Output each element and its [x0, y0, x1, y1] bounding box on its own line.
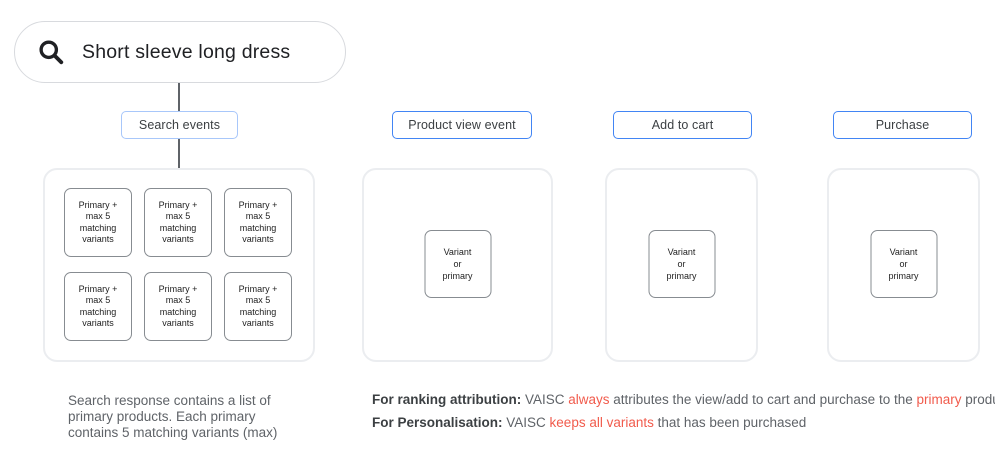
chip-add-to-cart[interactable]: Add to cart — [613, 111, 752, 139]
search-query-text: Short sleeve long dress — [82, 40, 291, 63]
note-highlight: always — [568, 392, 610, 407]
primary-variants-card: Primary + max 5 matching variants — [64, 188, 132, 257]
variant-or-primary-card: Variant or primary — [424, 230, 491, 298]
primary-variants-card: Primary + max 5 matching variants — [64, 272, 132, 341]
note-highlight: primary — [916, 392, 962, 407]
connector-line-bottom — [178, 139, 180, 169]
chip-product-view-event-label: Product view event — [408, 118, 516, 132]
chip-search-events-label: Search events — [138, 118, 221, 132]
note-text: VAISC — [502, 415, 550, 430]
chip-purchase-label: Purchase — [875, 118, 930, 132]
variant-or-primary-card: Variant or primary — [870, 230, 937, 298]
variant-or-primary-card: Variant or primary — [648, 230, 715, 298]
ranking-attribution-note: For ranking attribution: VAISC always at… — [372, 392, 995, 408]
ranking-attribution-label: For ranking attribution: — [372, 392, 522, 407]
primary-variants-card: Primary + max 5 matching variants — [144, 188, 212, 257]
panel-add-to-cart: Variant or primary — [605, 168, 758, 362]
panel-search-events: Primary + max 5 matching variants Primar… — [43, 168, 315, 362]
personalisation-note: For Personalisation: VAISC keeps all var… — [372, 415, 995, 431]
chip-search-events[interactable]: Search events — [121, 111, 238, 139]
primary-variants-card: Primary + max 5 matching variants — [144, 272, 212, 341]
personalisation-label: For Personalisation: — [372, 415, 503, 430]
search-icon — [39, 40, 64, 65]
attribution-notes: For ranking attribution: VAISC always at… — [372, 392, 995, 438]
search-results-grid: Primary + max 5 matching variants Primar… — [64, 188, 292, 341]
panel-purchase: Variant or primary — [827, 168, 980, 362]
primary-variants-card: Primary + max 5 matching variants — [224, 188, 292, 257]
primary-variants-card: Primary + max 5 matching variants — [224, 272, 292, 341]
note-text: VAISC — [521, 392, 569, 407]
note-highlight: keeps all variants — [549, 415, 654, 430]
chip-purchase[interactable]: Purchase — [833, 111, 972, 139]
note-text: that has been purchased — [653, 415, 807, 430]
note-text: product. — [965, 392, 995, 407]
search-response-caption: Search response contains a list of prima… — [68, 393, 278, 440]
note-text: attributes the view/add to cart and purc… — [609, 392, 917, 407]
panel-product-view: Variant or primary — [362, 168, 553, 362]
search-input[interactable]: Short sleeve long dress — [14, 21, 346, 83]
chip-product-view-event[interactable]: Product view event — [392, 111, 532, 139]
connector-line-top — [178, 83, 180, 111]
chip-add-to-cart-label: Add to cart — [651, 118, 714, 132]
